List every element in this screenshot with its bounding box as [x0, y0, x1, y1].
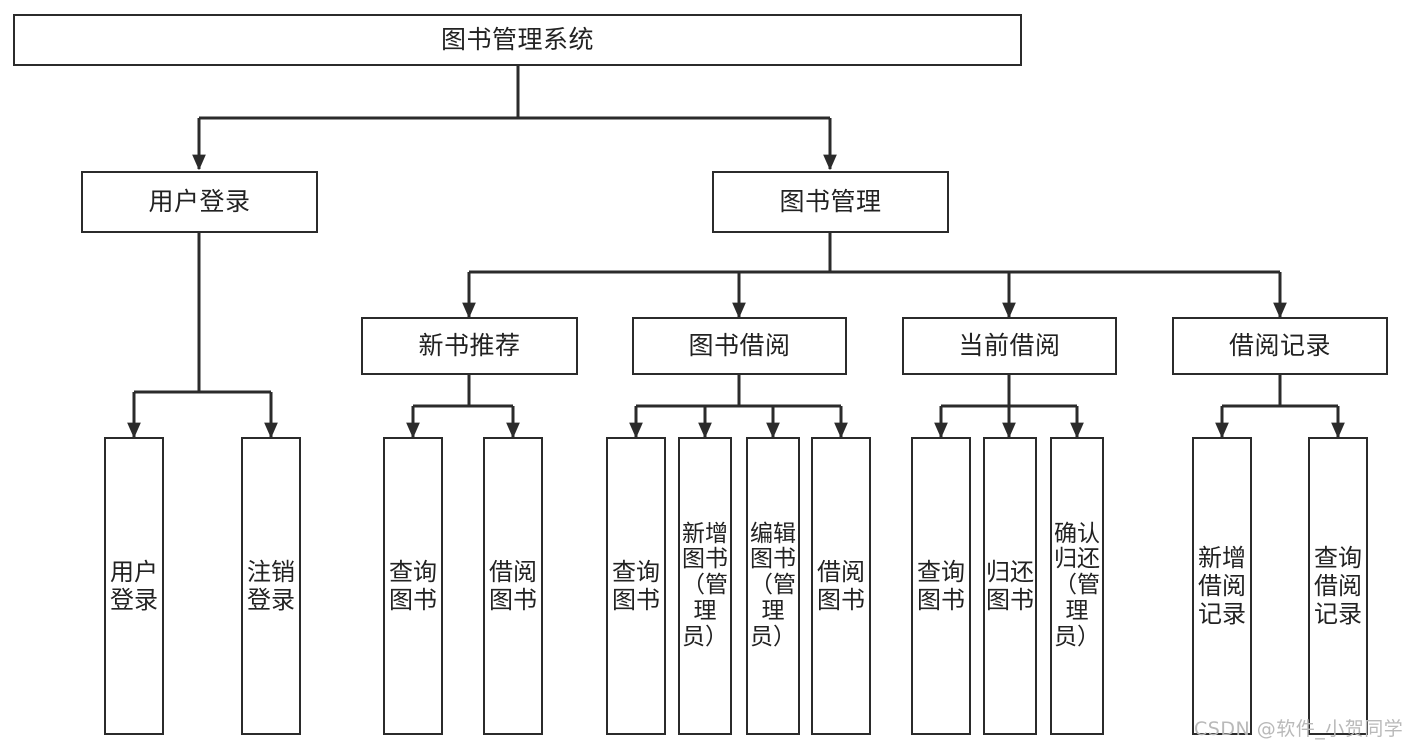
node-label: 图书管理系统: [440, 25, 594, 55]
leaf-query-books-recommend[interactable]: 查询图书: [383, 437, 443, 735]
leaf-return-books[interactable]: 归还图书: [983, 437, 1037, 735]
node-label: 查询图书: [917, 557, 965, 614]
leaf-borrow-books-recommend[interactable]: 借阅图书: [483, 437, 543, 735]
node-label: 借阅图书: [817, 557, 865, 614]
node-label: 新增借阅记录: [1198, 543, 1246, 629]
node-label: 用户登录: [148, 187, 251, 217]
node-label: 新增图书（管理员）: [682, 520, 728, 650]
leaf-add-borrow-record[interactable]: 新增借阅记录: [1192, 437, 1252, 735]
node-label: 用户登录: [110, 557, 158, 614]
node-label: 查询图书: [389, 557, 437, 614]
node-label: 新书推荐: [418, 331, 521, 361]
node-label: 注销登录: [247, 557, 295, 614]
node-label: 图书管理: [779, 187, 882, 217]
node-label: 图书借阅: [688, 331, 791, 361]
leaf-query-books-borrow[interactable]: 查询图书: [606, 437, 666, 735]
leaf-logout[interactable]: 注销登录: [241, 437, 301, 735]
node-book-borrow[interactable]: 图书借阅: [632, 317, 847, 375]
leaf-query-books-current[interactable]: 查询图书: [911, 437, 971, 735]
node-label: 确认归还（管理员）: [1054, 520, 1100, 650]
node-label: 借阅图书: [489, 557, 537, 614]
leaf-user-login[interactable]: 用户登录: [104, 437, 164, 735]
node-root-book-management-system[interactable]: 图书管理系统: [13, 14, 1022, 66]
node-label: 编辑图书（管理员）: [750, 520, 796, 650]
node-label: 当前借阅: [958, 331, 1061, 361]
leaf-confirm-return-admin[interactable]: 确认归还（管理员）: [1050, 437, 1104, 735]
node-label: 查询借阅记录: [1314, 543, 1362, 629]
node-borrow-records[interactable]: 借阅记录: [1172, 317, 1388, 375]
node-new-book-recommend[interactable]: 新书推荐: [361, 317, 578, 375]
node-label: 借阅记录: [1228, 331, 1331, 361]
node-label: 查询图书: [612, 557, 660, 614]
leaf-edit-book-admin[interactable]: 编辑图书（管理员）: [746, 437, 800, 735]
node-label: 归还图书: [986, 557, 1034, 614]
node-book-management[interactable]: 图书管理: [712, 171, 949, 233]
leaf-query-borrow-record[interactable]: 查询借阅记录: [1308, 437, 1368, 735]
node-current-borrow[interactable]: 当前借阅: [902, 317, 1117, 375]
leaf-add-book-admin[interactable]: 新增图书（管理员）: [678, 437, 732, 735]
csdn-watermark: CSDN @软件_小贺同学: [1194, 718, 1404, 740]
leaf-borrow-books-borrow[interactable]: 借阅图书: [811, 437, 871, 735]
node-user-login[interactable]: 用户登录: [81, 171, 318, 233]
